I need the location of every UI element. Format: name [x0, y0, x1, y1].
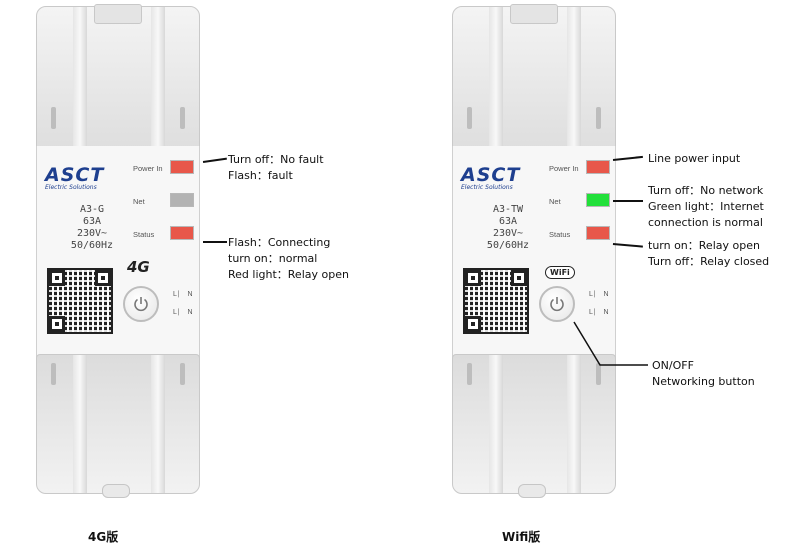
front-panel: ASCT Electric Solutions A3-TW 63A 230V~ … — [452, 146, 616, 358]
din-clip — [102, 484, 130, 498]
annotation-status: turn on：Relay open Turn off：Relay closed — [648, 239, 770, 268]
annotation-power: Turn off：No fault Flash：fault — [228, 153, 324, 182]
annotation-status: Flash：Connecting turn on：normal Red ligh… — [228, 236, 349, 281]
power-icon — [550, 297, 564, 312]
status-led — [586, 226, 610, 240]
device-4g: ASCT Electric Solutions A3-G 63A 230V~ 5… — [36, 4, 200, 498]
top-clip — [510, 4, 558, 24]
led-label-status: Status — [549, 230, 571, 239]
led-label-net: Net — [133, 197, 145, 206]
net-led — [170, 193, 194, 207]
top-clip — [94, 4, 142, 24]
power-icon — [134, 297, 148, 312]
top-cover — [36, 6, 200, 151]
4g-icon: 4G — [127, 258, 150, 276]
wifi-icon: WiFi — [545, 266, 575, 279]
top-cover — [452, 6, 616, 151]
power-button[interactable] — [539, 286, 575, 322]
annotation-button: ON/OFF Networking button — [652, 359, 755, 388]
status-led — [170, 226, 194, 240]
brand-logo: ASCT Electric Solutions — [45, 164, 105, 191]
bottom-cover — [452, 354, 616, 494]
button-leader-line — [573, 321, 648, 366]
annotation-net: Turn off：No network Green light：Internet… — [648, 184, 764, 229]
qr-code — [47, 268, 113, 334]
din-clip — [518, 484, 546, 498]
power-led — [586, 160, 610, 174]
power-button[interactable] — [123, 286, 159, 322]
net-led — [586, 193, 610, 207]
qr-code — [463, 268, 529, 334]
led-label-status: Status — [133, 230, 155, 239]
caption-wifi: Wifi版 — [502, 530, 541, 544]
front-panel: ASCT Electric Solutions A3-G 63A 230V~ 5… — [36, 146, 200, 358]
bottom-cover — [36, 354, 200, 494]
spec-label: A3-TW 63A 230V~ 50/60Hz — [486, 204, 530, 251]
annotation-power: Line power input — [648, 152, 741, 165]
brand-logo: ASCT Electric Solutions — [461, 164, 521, 191]
device-wifi: ASCT Electric Solutions A3-TW 63A 230V~ … — [452, 4, 616, 498]
caption-4g: 4G版 — [88, 530, 119, 544]
spec-label: A3-G 63A 230V~ 50/60Hz — [70, 204, 114, 251]
led-label-net: Net — [549, 197, 561, 206]
led-label-power: Power In — [549, 164, 579, 173]
led-label-power: Power In — [133, 164, 163, 173]
power-led — [170, 160, 194, 174]
